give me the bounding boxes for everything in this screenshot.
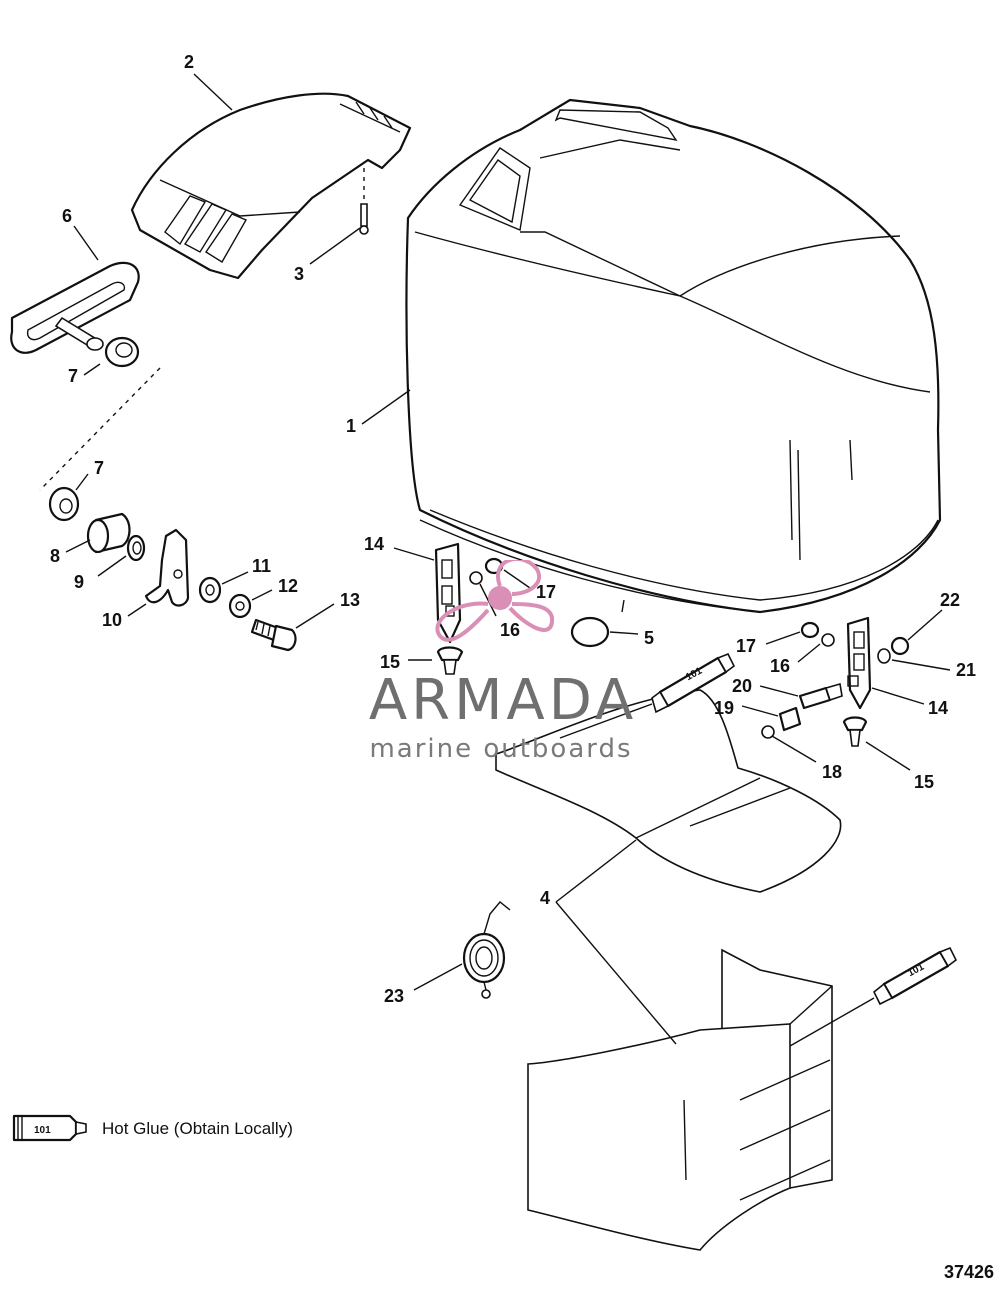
callout-16-left: 16	[500, 620, 520, 640]
callout-19: 19	[714, 698, 734, 718]
callout-13: 13	[340, 590, 360, 610]
nut-part-17-right	[765, 621, 820, 645]
callout-7-lower: 7	[94, 458, 104, 478]
callout-6: 6	[62, 206, 72, 226]
callout-7-upper: 7	[68, 366, 78, 386]
callout-1: 1	[346, 416, 356, 436]
latch-hook-part-10	[127, 528, 190, 617]
watermark-subtitle: marine outboards	[369, 734, 633, 764]
wire-coil-part-23	[413, 901, 511, 999]
decal-part-4-lower	[527, 948, 833, 1251]
callout-11: 11	[252, 556, 271, 576]
bolt-part-13	[250, 603, 335, 652]
washer-part-21	[877, 648, 951, 671]
callout-17-left: 17	[536, 582, 556, 602]
leader-part-4	[555, 839, 677, 1045]
callout-23: 23	[384, 986, 404, 1006]
bracket-part-14-left	[393, 542, 462, 644]
callout-22: 22	[940, 590, 960, 610]
grommet-part-7-lower	[48, 473, 89, 522]
callout-21: 21	[956, 660, 976, 680]
washer-part-16-left	[469, 571, 497, 617]
push-fastener-part-15-right	[842, 716, 911, 771]
washer-part-11	[198, 571, 249, 604]
callout-labels: 1 2 3 4 5 6 7 7 8 9 10 11 12 13 14 14 15…	[50, 52, 976, 1006]
callout-17-right: 17	[736, 636, 756, 656]
spacer-part-8	[65, 512, 131, 554]
glue-tube-icon-upper: 101	[559, 652, 736, 739]
callout-8: 8	[50, 546, 60, 566]
nut-part-17-left	[484, 557, 531, 589]
callout-4: 4	[540, 888, 550, 908]
nut-part-9	[97, 534, 146, 577]
screw-part-3	[359, 168, 369, 235]
callout-2: 2	[184, 52, 194, 72]
nut-part-22	[890, 609, 943, 656]
nut-part-18	[761, 725, 817, 763]
lock-washer-part-12	[228, 589, 273, 619]
callout-16-right: 16	[770, 656, 790, 676]
legend-symbol-label: 101	[34, 1125, 51, 1136]
callout-9: 9	[74, 572, 84, 592]
callout-18: 18	[822, 762, 842, 782]
callout-15-right: 15	[914, 772, 934, 792]
top-cowl-part-1	[405, 98, 942, 614]
bracket-part-14-right	[846, 616, 925, 710]
air-intake-cover-part-2	[130, 92, 412, 280]
glue-tube-icon-lower: 101	[789, 946, 958, 1047]
callout-14-left: 14	[364, 534, 384, 554]
handle-part-6	[10, 261, 140, 354]
callout-3: 3	[294, 264, 304, 284]
callout-12: 12	[278, 576, 298, 596]
callout-10: 10	[102, 610, 122, 630]
callout-5: 5	[644, 628, 654, 648]
figure-number: 37426	[944, 1262, 995, 1282]
grommet-part-7-upper	[39, 336, 161, 491]
push-fastener-part-15-left	[408, 646, 464, 675]
washer-part-16-right	[797, 633, 835, 663]
leader-lines	[73, 73, 411, 425]
callout-15-left: 15	[380, 652, 400, 672]
legend-text: Hot Glue (Obtain Locally)	[102, 1119, 293, 1138]
legend-glue-tube-icon: 101	[12, 1114, 87, 1142]
callout-20: 20	[732, 676, 752, 696]
plug-part-5	[570, 599, 639, 648]
watermark-brand-name: ARMADA	[368, 668, 638, 733]
fitting-part-20	[759, 682, 843, 710]
spacer-part-19	[741, 705, 802, 732]
callout-14-right: 14	[928, 698, 948, 718]
